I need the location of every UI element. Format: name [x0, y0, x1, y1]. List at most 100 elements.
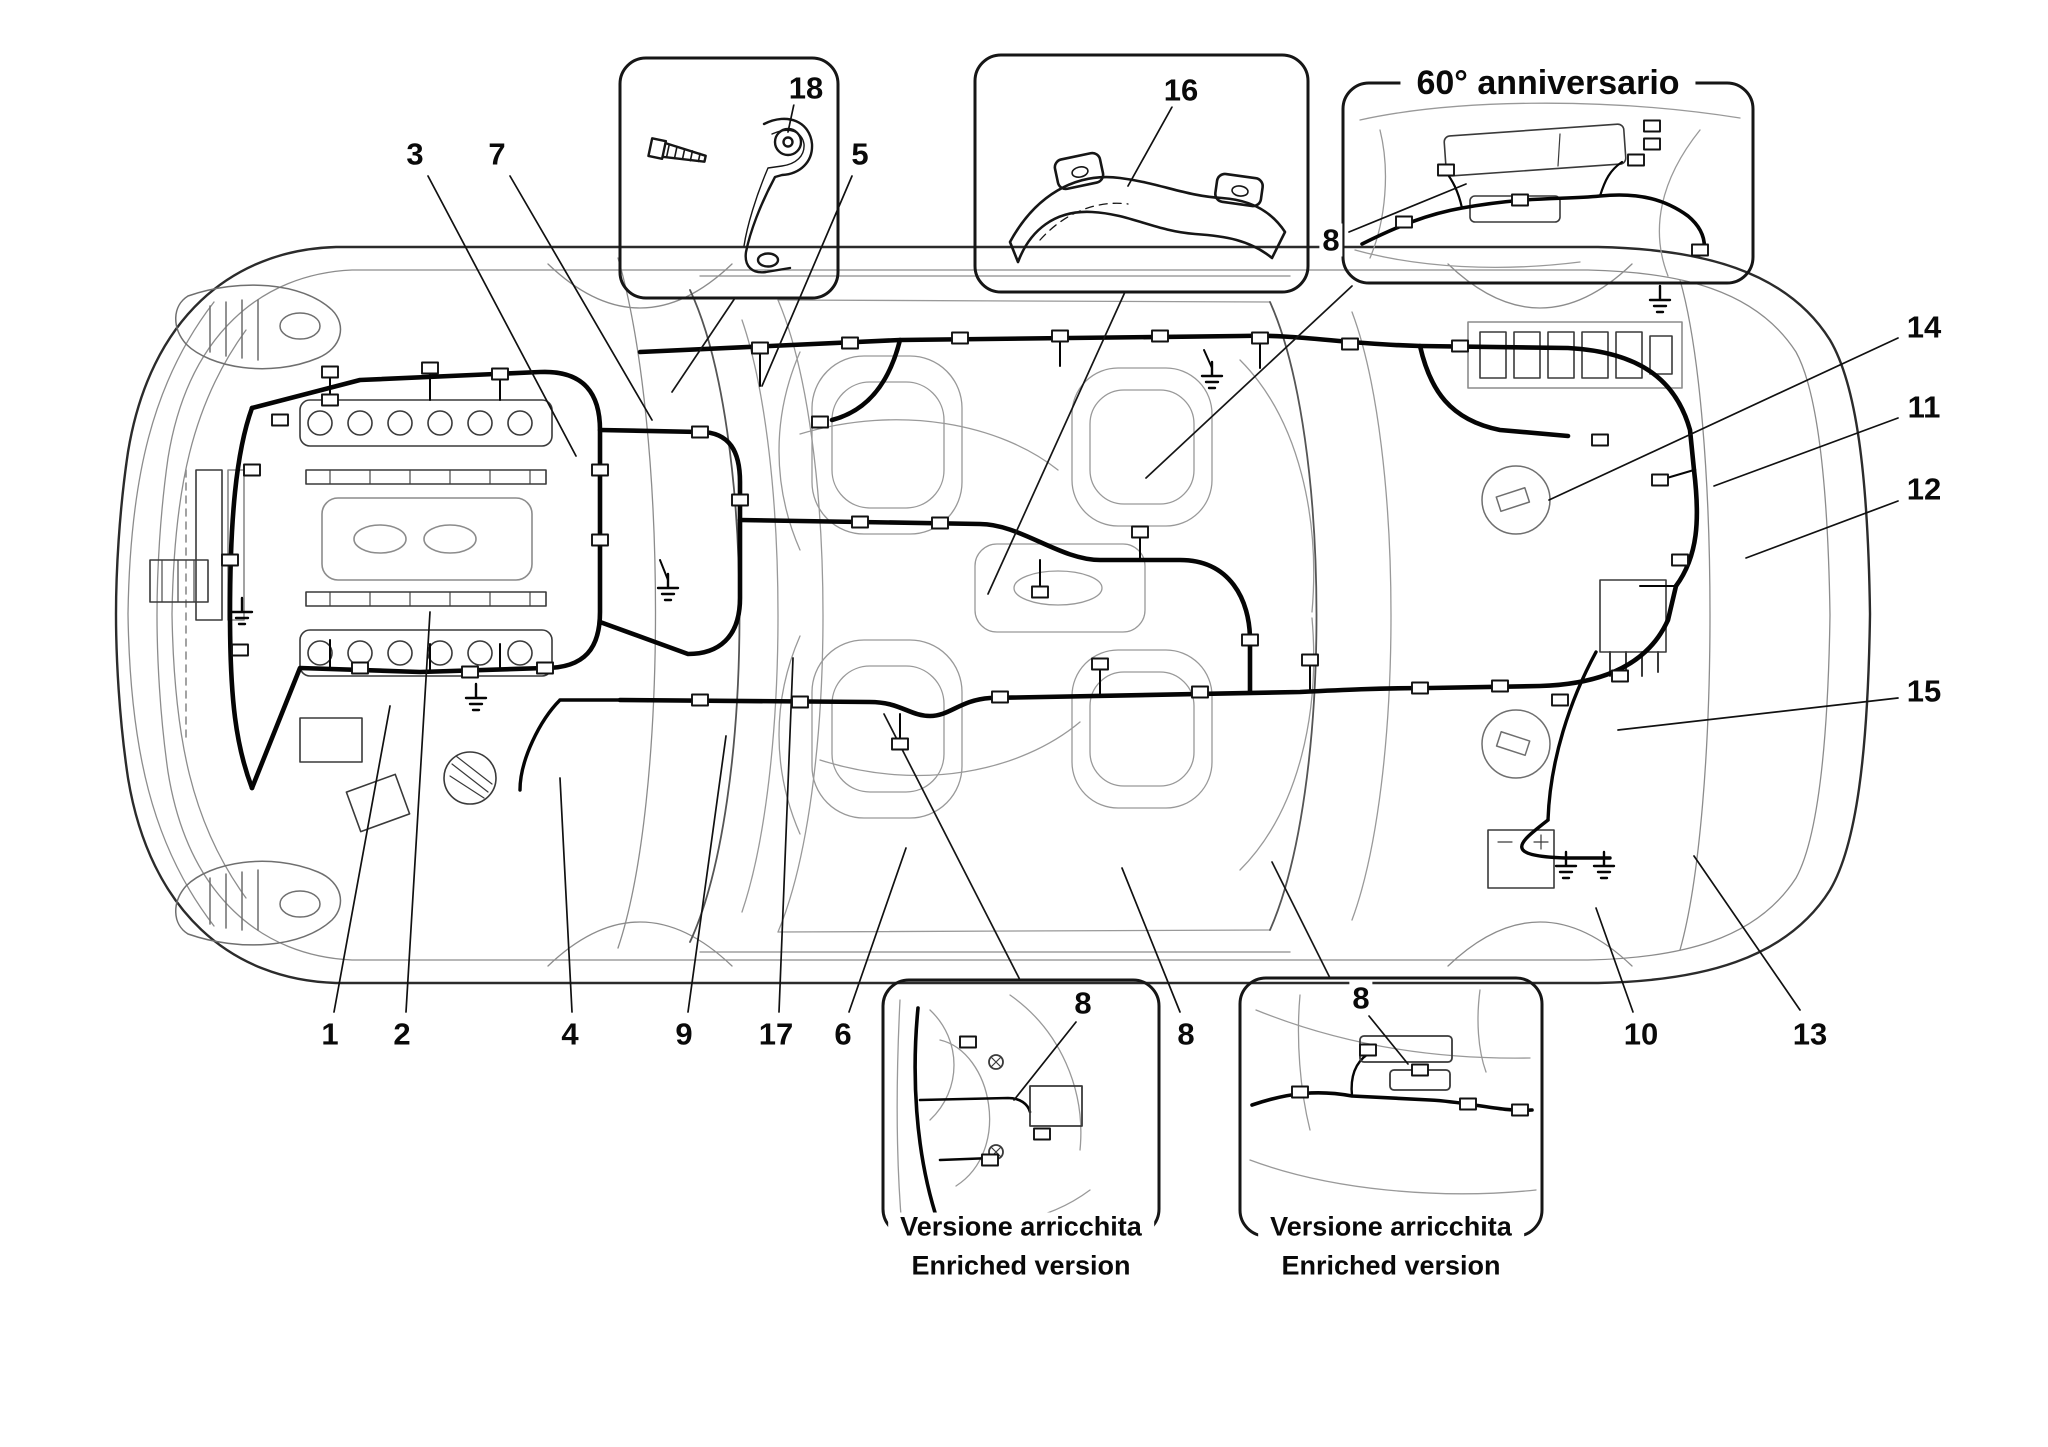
inset-caption-enriched-left-it: Versione arricchita [888, 1212, 1154, 1242]
leader-line-10 [1595, 907, 1634, 1013]
connector [591, 463, 609, 477]
connector [243, 463, 261, 477]
leader-line-4 [559, 777, 573, 1013]
connector [1627, 153, 1645, 167]
connector [321, 393, 339, 407]
connector [811, 415, 829, 429]
connector [1051, 329, 1069, 343]
leader-line-6 [848, 847, 907, 1013]
cabin-interior-lines [689, 289, 1392, 943]
leader-line-8 [1348, 183, 1467, 233]
enriched-front-detail [896, 994, 1091, 1229]
connector [791, 695, 809, 709]
connector [1643, 119, 1661, 133]
ground-symbol [230, 596, 254, 626]
leader-line-2 [405, 611, 431, 1013]
callout-8: 8 [1174, 1017, 1198, 1051]
connector [931, 516, 949, 530]
connector [271, 413, 289, 427]
connector [691, 425, 709, 439]
connector [221, 553, 239, 567]
callout-2: 2 [390, 1017, 414, 1051]
connector [731, 493, 749, 507]
connector [1191, 685, 1209, 699]
callout-18: 18 [785, 71, 827, 105]
connector [1341, 337, 1359, 351]
leader-line-8 [1013, 1021, 1077, 1101]
ground-symbol [656, 572, 680, 602]
cable-cover-part-detail [1008, 151, 1287, 264]
connector [991, 690, 1009, 704]
car-body-outline [114, 245, 1872, 985]
connector [1511, 1103, 1529, 1117]
callout-11: 11 [1904, 390, 1944, 424]
connector [1395, 215, 1413, 229]
connector [841, 336, 859, 350]
leader-line-9 [687, 735, 727, 1013]
connector [851, 515, 869, 529]
inset-caption-enriched-right-it: Versione arricchita [1258, 1212, 1524, 1242]
connector-layer [221, 119, 1709, 1167]
connector [1459, 1097, 1477, 1111]
engine-and-front-components [149, 399, 553, 833]
connector [1451, 339, 1469, 353]
connector [461, 665, 479, 679]
callout-8: 8 [1071, 986, 1095, 1020]
leader-line-11 [1713, 417, 1899, 487]
leader-line-18 [787, 103, 795, 133]
connector [1491, 679, 1509, 693]
callout-12: 12 [1903, 472, 1945, 506]
leader-line-15 [1617, 697, 1899, 731]
bracket-part-detail [647, 117, 814, 274]
connector [1301, 653, 1319, 667]
connector [1671, 553, 1689, 567]
headlight-taillight-details [175, 284, 1551, 946]
connector [536, 661, 554, 675]
connector [1691, 243, 1709, 257]
connector [321, 365, 339, 379]
connector [1131, 525, 1149, 539]
callout-1: 1 [318, 1017, 342, 1051]
connector [1643, 137, 1661, 151]
connector [891, 737, 909, 751]
inset-caption-enriched-right-en: Enriched version [1269, 1251, 1513, 1281]
connector [951, 331, 969, 345]
callout-6: 6 [831, 1017, 855, 1051]
leader-line-14 [1548, 337, 1899, 501]
connector [981, 1153, 999, 1167]
connector [1359, 1043, 1377, 1057]
callout-8: 8 [1349, 981, 1373, 1015]
callout-4: 4 [558, 1017, 582, 1051]
connector [1511, 193, 1529, 207]
leader-line-5 [761, 175, 853, 387]
connector [231, 643, 249, 657]
connector [1091, 657, 1109, 671]
callout-7: 7 [485, 137, 509, 171]
leader-line-13 [1693, 855, 1801, 1011]
inset-title-60-anniversario: 60° anniversario [1400, 66, 1696, 100]
ground-symbol [464, 682, 488, 712]
leader-line-7 [509, 175, 653, 421]
inset-leader-lines [671, 285, 1353, 981]
callout-16: 16 [1160, 73, 1202, 107]
connector [1551, 693, 1569, 707]
connector [1437, 163, 1455, 177]
connector [491, 367, 509, 381]
connector [1291, 1085, 1309, 1099]
callout-leader-layer [333, 103, 1899, 1101]
ground-symbol [1554, 850, 1578, 880]
connector [1033, 1127, 1051, 1141]
leader-line-1 [333, 705, 391, 1013]
callout-8: 8 [1319, 223, 1343, 257]
connector [351, 661, 369, 675]
connector [1411, 1063, 1429, 1077]
callout-3: 3 [403, 137, 427, 171]
inset-caption-enriched-left-en: Enriched version [899, 1251, 1143, 1281]
rear-components [1467, 321, 1683, 889]
leader-line-12 [1745, 500, 1899, 559]
connector [691, 693, 709, 707]
connector [1411, 681, 1429, 695]
connector [1241, 633, 1259, 647]
